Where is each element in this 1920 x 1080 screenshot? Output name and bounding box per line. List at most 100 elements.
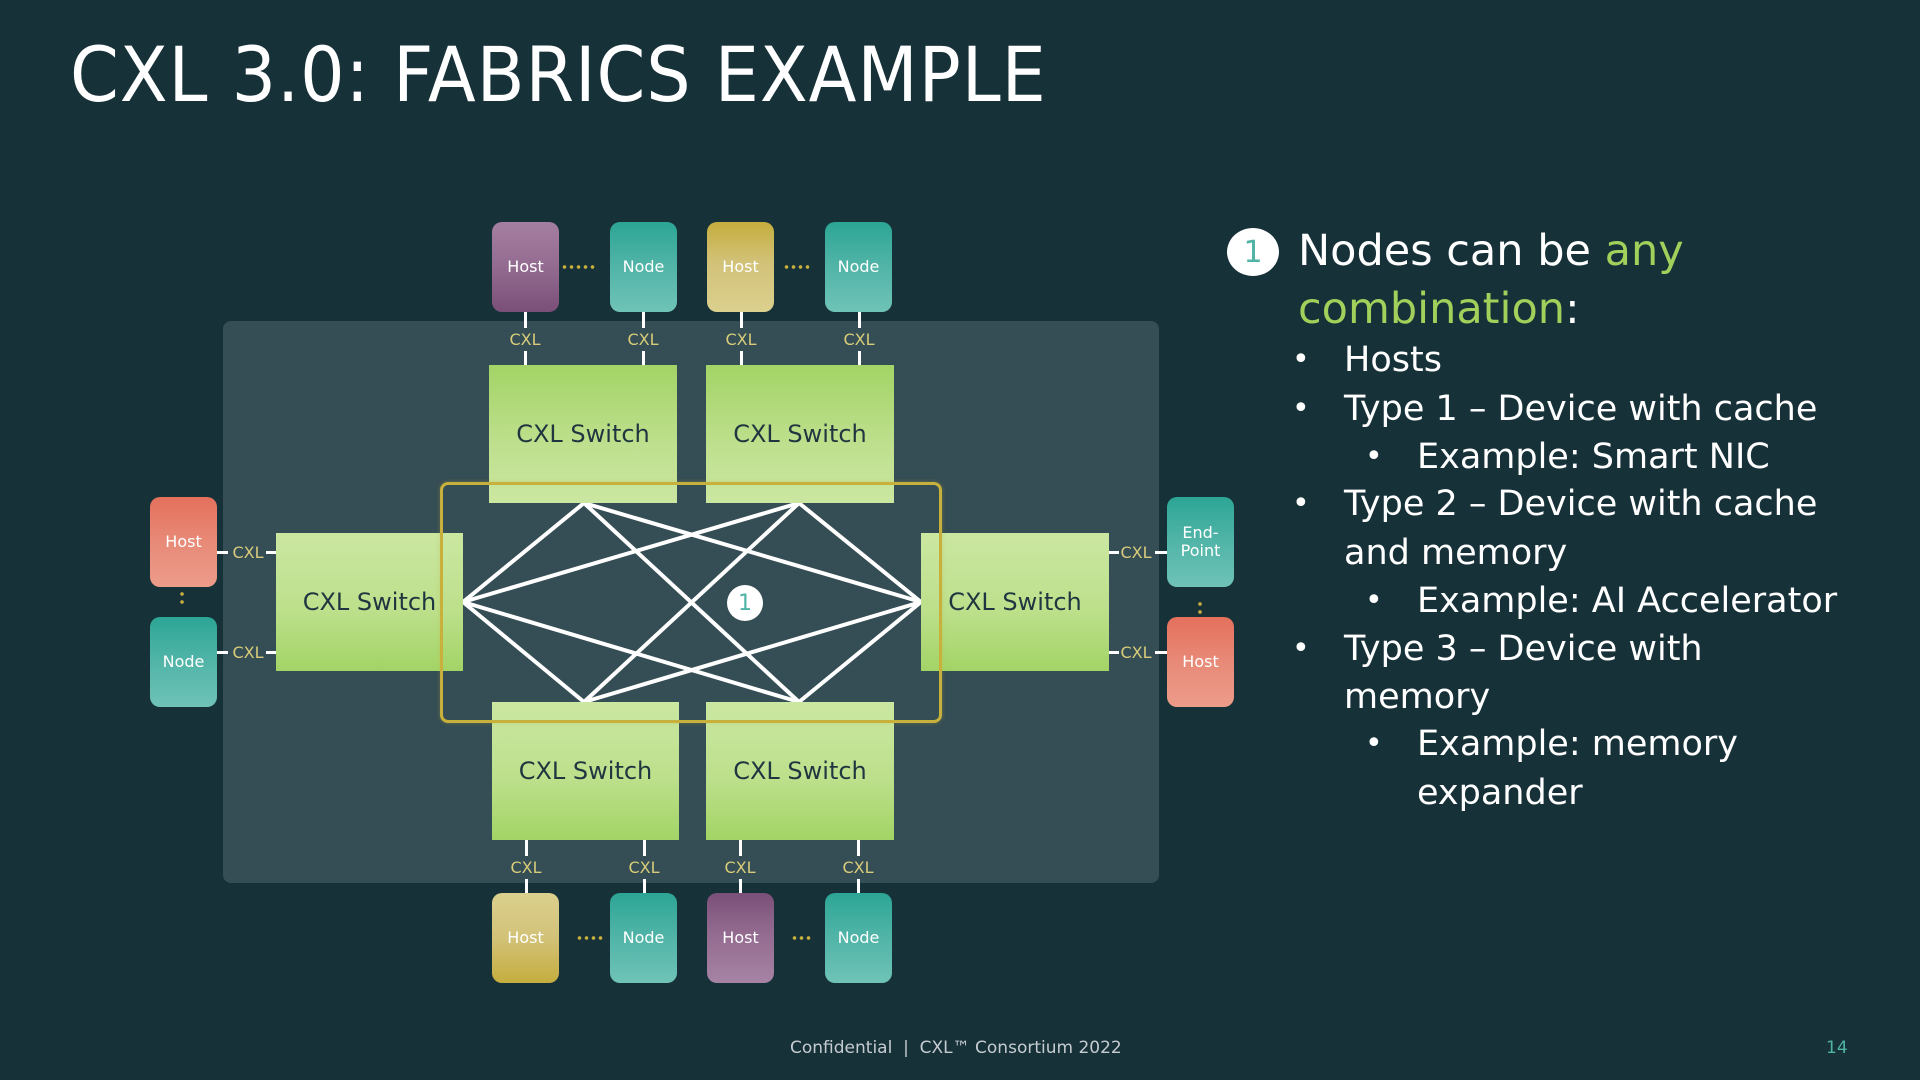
cxl-switch-bottom-left[interactable]: CXL Switch [492,702,679,840]
link-line [740,312,743,328]
heading-accent: combination [1298,284,1566,334]
bullet-item: • Type 2 – Device with cache [1292,480,1818,528]
bullet-continuation: memory [1344,673,1490,721]
right-node-endpoint[interactable]: End- Point [1167,497,1234,587]
bullet-continuation: expander [1417,769,1583,817]
node-label: Host [507,928,544,947]
callout-badge-notes: 1 [1227,228,1279,276]
bullet-item: • Hosts [1292,336,1442,384]
link-line [217,651,228,654]
link-line [643,840,646,856]
right-node-host[interactable]: Host [1167,617,1234,707]
link-line [266,551,276,554]
node-label: Host [722,928,759,947]
cxl-switch-right[interactable]: CXL Switch [921,533,1109,671]
bullet-text: Example: memory [1417,724,1738,764]
bullet-icon: • [1292,342,1310,377]
ellipsis-dots [783,265,811,269]
cxl-switch-bottom-right[interactable]: CXL Switch [706,702,894,840]
bottom-node-1[interactable]: Host [492,893,559,983]
cxl-switch-top-left[interactable]: CXL Switch [489,365,677,503]
link-line [740,351,743,365]
link-line [525,879,528,893]
top-node-4[interactable]: Node [825,222,892,312]
page-number: 14 [1826,1038,1848,1058]
callout-number: 1 [1243,234,1263,270]
cxl-link-label: CXL [509,330,541,349]
link-line [1109,651,1119,654]
bullet-text: Hosts [1344,340,1442,380]
cxl-switch-left[interactable]: CXL Switch [276,533,463,671]
switch-label: CXL Switch [733,420,867,448]
link-line [858,312,861,328]
sub-bullet-item: •Example: Smart NIC [1365,433,1770,481]
cxl-link-label: CXL [627,330,659,349]
ellipsis-dots [576,936,604,940]
fabric-highlight-frame [440,482,942,723]
node-label: Host [507,257,544,276]
cxl-link-label: CXL [843,330,875,349]
bullet-text: Type 2 – Device with cache [1344,484,1818,524]
node-label: Node [162,652,205,671]
bullet-text: Type 3 – Device with [1344,629,1703,669]
bullet-text: and memory [1344,533,1568,573]
bottom-node-3[interactable]: Host [707,893,774,983]
cxl-link-label: CXL [232,643,264,662]
bullet-text: expander [1417,773,1583,813]
link-line [858,351,861,365]
cxl-link-label: CXL [1120,643,1152,662]
link-line [739,840,742,856]
cxl-switch-top-right[interactable]: CXL Switch [706,365,894,503]
switch-label: CXL Switch [733,757,867,785]
bottom-node-2[interactable]: Node [610,893,677,983]
left-node-2[interactable]: Node [150,617,217,707]
bullet-text: Type 1 – Device with cache [1344,389,1818,429]
link-line [524,351,527,365]
bullet-text: Example: AI Accelerator [1417,581,1838,621]
node-label: Host [165,532,202,551]
link-line [857,840,860,856]
callout-badge-diagram: 1 [727,585,763,621]
callout-number: 1 [738,590,752,616]
bullet-text: memory [1344,677,1491,717]
switch-label: CXL Switch [948,588,1082,616]
node-label: Node [622,257,665,276]
bullet-item: •Type 1 – Device with cache [1292,385,1818,433]
notes-heading: Nodes can be any combination: [1298,222,1684,338]
bullet-icon: • [1292,631,1310,666]
bullet-icon: • [1292,486,1310,521]
left-node-1[interactable]: Host [150,497,217,587]
cxl-link-label: CXL [842,858,874,877]
switch-label: CXL Switch [518,757,653,785]
link-line [1109,551,1119,554]
node-label: Node [837,257,880,276]
cxl-link-label: CXL [232,543,264,562]
bullet-item: • Type 3 – Device with [1292,625,1703,673]
top-node-1[interactable]: Host [492,222,559,312]
ellipsis-dots [791,936,812,940]
link-line [642,312,645,328]
switch-label: CXL Switch [302,588,437,616]
link-line [217,551,228,554]
footer-text: Confidential | CXL™ Consortium 2022 [790,1038,1122,1058]
slide-title: CXL 3.0: FABRICS EXAMPLE [70,30,1047,119]
heading-accent: any [1604,226,1684,276]
link-line [642,351,645,365]
ellipsis-dots [561,265,596,269]
link-line [1155,651,1167,654]
ellipsis-dots-vertical [180,590,184,606]
bottom-node-4[interactable]: Node [825,893,892,983]
node-label: Host [1182,652,1219,671]
bullet-continuation: and memory [1344,529,1567,577]
link-line [524,312,527,328]
link-line [525,840,528,856]
bullet-icon: • [1365,583,1383,618]
bullet-text: Example: Smart NIC [1417,437,1770,477]
bullet-icon: • [1365,726,1383,761]
top-node-3[interactable]: Host [707,222,774,312]
sub-bullet-item: • Example: AI Accelerator [1365,577,1838,625]
switch-label: CXL Switch [516,420,650,448]
cxl-link-label: CXL [725,330,757,349]
link-line [857,879,860,893]
top-node-2[interactable]: Node [610,222,677,312]
